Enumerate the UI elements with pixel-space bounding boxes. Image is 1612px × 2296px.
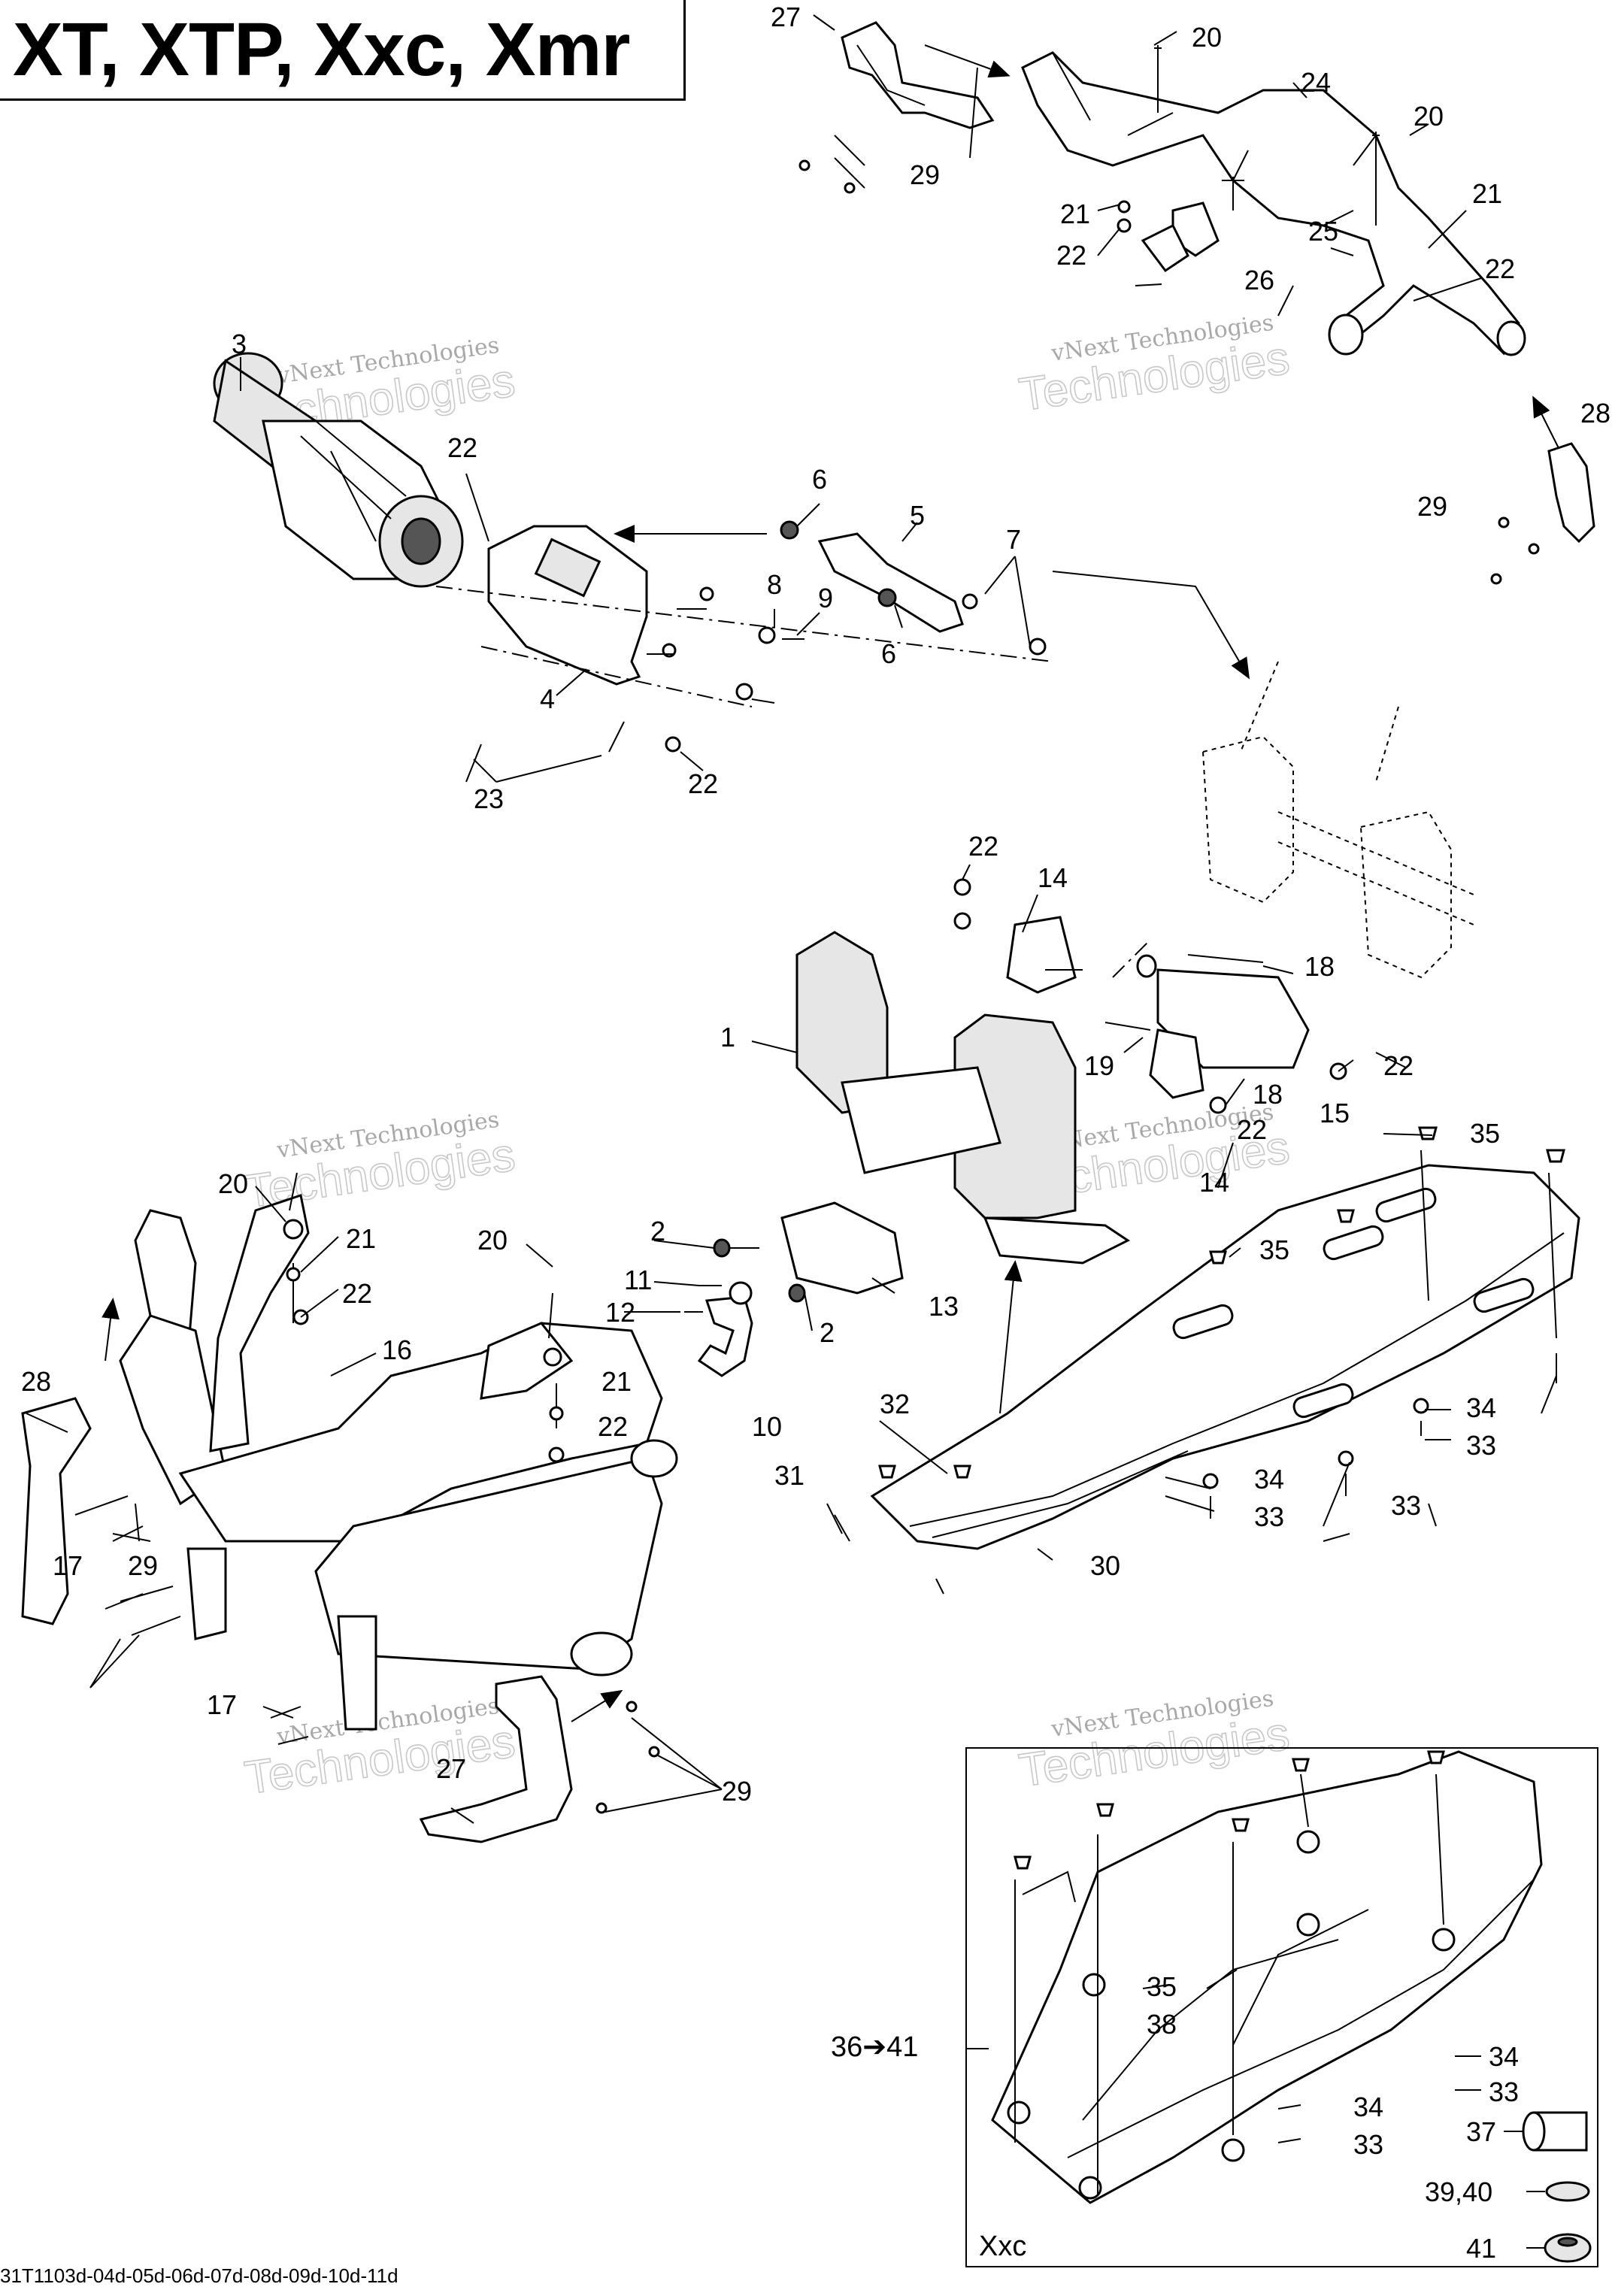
callout-26: 26 bbox=[1244, 265, 1274, 295]
callout-13: 13 bbox=[929, 1291, 959, 1322]
callout-20: 20 bbox=[1414, 101, 1444, 132]
callout-39-40: 39,40 bbox=[1425, 2176, 1492, 2207]
callout-24: 24 bbox=[1301, 67, 1331, 98]
callout-32: 32 bbox=[880, 1389, 910, 1419]
callout-22: 22 bbox=[688, 768, 718, 799]
drawing-code: 31T1103d-04d-05d-06d-07d-08d-09d-10d-11d bbox=[0, 2264, 398, 2287]
callout-21: 21 bbox=[1060, 198, 1090, 229]
callout-27: 27 bbox=[771, 2, 801, 32]
callout-28: 28 bbox=[1580, 398, 1610, 429]
inset-label-xxc: Xxc bbox=[979, 2231, 1026, 2262]
callout-22: 22 bbox=[1383, 1050, 1414, 1081]
callout-4: 4 bbox=[540, 683, 555, 714]
callout-29: 29 bbox=[722, 1776, 752, 1807]
callout-22: 22 bbox=[1485, 253, 1515, 284]
callout-7: 7 bbox=[1006, 524, 1021, 555]
callout-22: 22 bbox=[342, 1278, 372, 1309]
callout-15: 15 bbox=[1320, 1098, 1350, 1128]
callout-28: 28 bbox=[21, 1366, 51, 1397]
callout-10: 10 bbox=[752, 1411, 782, 1442]
callout-14: 14 bbox=[1199, 1167, 1229, 1198]
callout-35: 35 bbox=[1470, 1118, 1500, 1149]
callout-1: 1 bbox=[720, 1022, 735, 1053]
callout-30: 30 bbox=[1090, 1550, 1120, 1581]
callout-22: 22 bbox=[598, 1411, 628, 1442]
callout-34: 34 bbox=[1466, 1392, 1496, 1423]
callout-37: 37 bbox=[1466, 2116, 1496, 2147]
callout-9: 9 bbox=[818, 583, 833, 613]
callout-31: 31 bbox=[774, 1460, 804, 1491]
callout-6: 6 bbox=[812, 464, 827, 495]
callout-22: 22 bbox=[968, 831, 998, 862]
diagram-title: XT, XTP, Xxc, Xmr bbox=[13, 8, 630, 92]
watermark: vNext Technologies Technologies bbox=[1015, 310, 1293, 422]
callout-8: 8 bbox=[767, 569, 782, 600]
callout-21: 21 bbox=[601, 1366, 632, 1397]
callout-38: 38 bbox=[1147, 2009, 1177, 2040]
callout-21: 21 bbox=[346, 1223, 376, 1254]
callout-17: 17 bbox=[207, 1689, 237, 1720]
callout-22: 22 bbox=[1237, 1114, 1267, 1145]
callout-25: 25 bbox=[1308, 216, 1338, 247]
callout-19: 19 bbox=[1084, 1050, 1114, 1081]
callout-41: 41 bbox=[1466, 2233, 1496, 2264]
callout-16: 16 bbox=[382, 1334, 412, 1365]
callout-27: 27 bbox=[436, 1753, 466, 1784]
front-protector-assembly bbox=[684, 878, 1347, 1414]
skid-plate-assembly bbox=[834, 1126, 1580, 1595]
callout-29: 29 bbox=[1417, 491, 1447, 522]
callout-2: 2 bbox=[650, 1216, 665, 1246]
callout-3: 3 bbox=[232, 329, 247, 359]
callout-leaders bbox=[26, 14, 1557, 2249]
frame-reference bbox=[1201, 661, 1474, 979]
callout-2: 2 bbox=[820, 1317, 835, 1348]
watermark: vNext Technologies Technologies bbox=[1015, 1686, 1293, 1798]
callout-12: 12 bbox=[605, 1297, 635, 1328]
callout-labels: 27 20 24 20 29 21 21 25 22 22 26 3 28 29… bbox=[21, 2, 1610, 2264]
callout-29: 29 bbox=[128, 1550, 158, 1581]
callout-17: 17 bbox=[53, 1550, 83, 1581]
callout-33: 33 bbox=[1391, 1490, 1421, 1521]
callout-5: 5 bbox=[910, 500, 925, 531]
callout-36-41: 36➔41 bbox=[831, 2031, 918, 2063]
front-bumper-lower-assembly bbox=[21, 1172, 678, 1843]
callout-35: 35 bbox=[1147, 1971, 1177, 2002]
callout-20: 20 bbox=[218, 1168, 248, 1199]
callout-35: 35 bbox=[1259, 1234, 1289, 1265]
callout-33: 33 bbox=[1466, 1430, 1496, 1461]
callout-6: 6 bbox=[881, 638, 896, 669]
callout-33: 33 bbox=[1489, 2076, 1519, 2107]
front-bumper-top-assembly bbox=[798, 21, 1595, 585]
callout-34: 34 bbox=[1353, 2092, 1383, 2122]
callout-21: 21 bbox=[1472, 178, 1502, 209]
callout-18: 18 bbox=[1304, 951, 1335, 982]
xxc-skid-plate bbox=[991, 1750, 1592, 2263]
callout-22: 22 bbox=[447, 432, 477, 463]
winch-assembly bbox=[213, 352, 1250, 783]
callout-23: 23 bbox=[474, 783, 504, 814]
callout-11: 11 bbox=[624, 1265, 652, 1295]
callout-33: 33 bbox=[1254, 1501, 1284, 1532]
callout-22: 22 bbox=[1056, 240, 1086, 271]
callout-14: 14 bbox=[1038, 862, 1068, 893]
callout-34: 34 bbox=[1489, 2041, 1519, 2072]
callout-29: 29 bbox=[910, 159, 940, 190]
callout-33: 33 bbox=[1353, 2129, 1383, 2160]
callout-18: 18 bbox=[1253, 1079, 1283, 1110]
title-box: XT, XTP, Xxc, Xmr bbox=[0, 0, 686, 101]
watermark: vNext Technologies Technologies bbox=[241, 1693, 519, 1805]
callout-34: 34 bbox=[1254, 1464, 1284, 1495]
callout-20: 20 bbox=[477, 1225, 508, 1256]
callout-20: 20 bbox=[1192, 22, 1222, 53]
xxc-inset-frame bbox=[965, 1747, 1598, 2267]
